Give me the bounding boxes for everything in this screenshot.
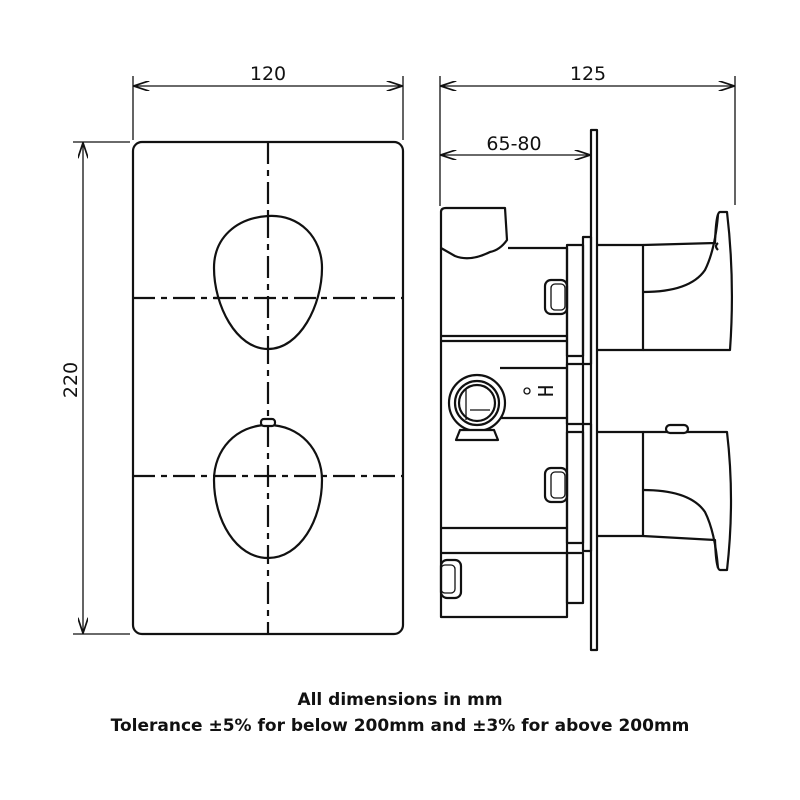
dimension-label-depth: 125 <box>570 63 606 85</box>
hot-marking: H <box>534 385 558 397</box>
dimension-width-120: 120 <box>132 63 404 140</box>
dimension-wall-depth: 65-80 <box>442 133 589 155</box>
valve-body <box>439 206 509 260</box>
units-note: All dimensions in mm <box>297 690 503 710</box>
upper-handle-side <box>597 210 734 352</box>
dimension-height-220: 220 <box>60 141 130 635</box>
connector-bottom <box>565 551 585 605</box>
dimension-label-height: 220 <box>60 362 82 398</box>
flange-lower <box>565 430 585 545</box>
temperature-button-side <box>664 423 690 435</box>
dimension-label-width: 120 <box>250 63 286 85</box>
dimension-label-wall-depth: 65-80 <box>486 133 541 155</box>
flange-upper <box>565 243 585 358</box>
outlet-ring <box>447 373 531 442</box>
temperature-button <box>259 417 277 428</box>
wall-plate <box>589 128 599 652</box>
connector-middle <box>565 362 585 426</box>
tolerance-note: Tolerance ±5% for below 200mm and ±3% fo… <box>110 716 690 736</box>
side-view: H <box>439 128 734 652</box>
dimension-depth-125: 125 <box>439 63 736 206</box>
front-view <box>131 140 405 636</box>
lower-handle-side <box>597 423 733 572</box>
